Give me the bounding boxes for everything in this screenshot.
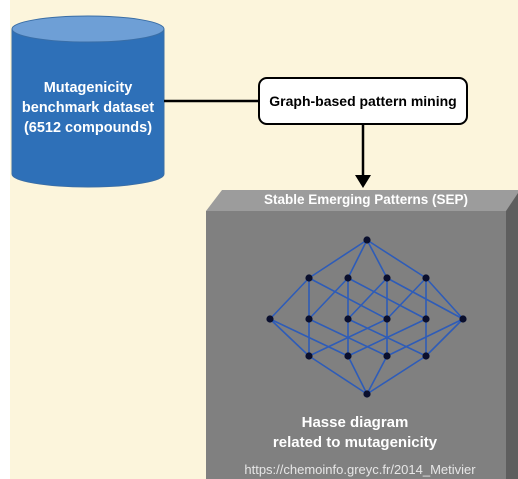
hasse-edge-1 — [347, 239, 368, 279]
hasse-node-2 — [344, 274, 352, 282]
hasse-node-5 — [266, 315, 274, 323]
hasse-diagram — [266, 236, 467, 398]
database-top — [11, 15, 165, 43]
hasse-edge-28 — [308, 355, 368, 395]
database-label-line-2: benchmark dataset — [21, 100, 155, 116]
hasse-edge-2 — [366, 239, 388, 279]
database-label-line-3: (6512 compounds) — [23, 120, 153, 136]
hasse-edge-7 — [308, 277, 349, 320]
result-box-top — [206, 190, 518, 211]
hasse-edge-26 — [386, 318, 464, 357]
hasse-edge-0 — [308, 239, 368, 279]
result-box-front — [206, 211, 506, 479]
process-box: Graph-based pattern mining — [258, 77, 468, 125]
hasse-edge-13 — [386, 277, 427, 320]
result-box-title: Stable Emerging Patterns (SEP) — [263, 192, 469, 207]
result-box-caption-line-1: Hasse diagram — [301, 414, 409, 431]
hasse-edge-24 — [347, 318, 427, 357]
hasse-node-3 — [383, 274, 391, 282]
database-body — [11, 28, 165, 188]
hasse-node-14 — [422, 352, 430, 360]
hasse-node-6 — [305, 315, 313, 323]
hasse-node-7 — [344, 315, 352, 323]
hasse-node-0 — [363, 236, 371, 244]
hasse-node-1 — [305, 274, 313, 282]
hasse-node-4 — [422, 274, 430, 282]
hasse-edge-29 — [347, 355, 368, 395]
source-url[interactable]: https://chemoinfo.greyc.fr/2014_Metivier — [244, 462, 476, 477]
hasse-edge-3 — [366, 239, 427, 279]
result-box-side — [506, 193, 518, 479]
hasse-edge-15 — [425, 277, 464, 320]
left-margin-strip — [0, 0, 10, 479]
hasse-node-10 — [459, 315, 467, 323]
hasse-node-9 — [422, 315, 430, 323]
hasse-edge-22 — [308, 318, 388, 357]
hasse-node-11 — [305, 352, 313, 360]
hasse-edge-12 — [386, 277, 464, 320]
database-label-line-1: Mutagenicity — [43, 80, 133, 96]
process-label: Graph-based pattern mining — [269, 93, 457, 109]
hasse-edge-10 — [347, 277, 388, 320]
hasse-edge-31 — [366, 355, 427, 395]
database-label: Mutagenicity benchmark dataset (6512 com… — [12, 78, 164, 138]
hasse-node-8 — [383, 315, 391, 323]
arrow-process-to-result — [355, 125, 371, 188]
hasse-node-15 — [363, 390, 371, 398]
hasse-edge-4 — [269, 277, 310, 320]
result-box-caption: Hasse diagram related to mutagenicity — [210, 413, 500, 453]
hasse-edge-30 — [366, 355, 388, 395]
hasse-edge-16 — [269, 318, 310, 357]
database-cylinder — [11, 15, 165, 188]
hasse-node-13 — [383, 352, 391, 360]
hasse-node-12 — [344, 352, 352, 360]
hasse-edge-27 — [425, 318, 464, 357]
result-box-caption-line-2: related to mutagenicity — [272, 434, 438, 451]
result-box-3d — [206, 190, 518, 479]
